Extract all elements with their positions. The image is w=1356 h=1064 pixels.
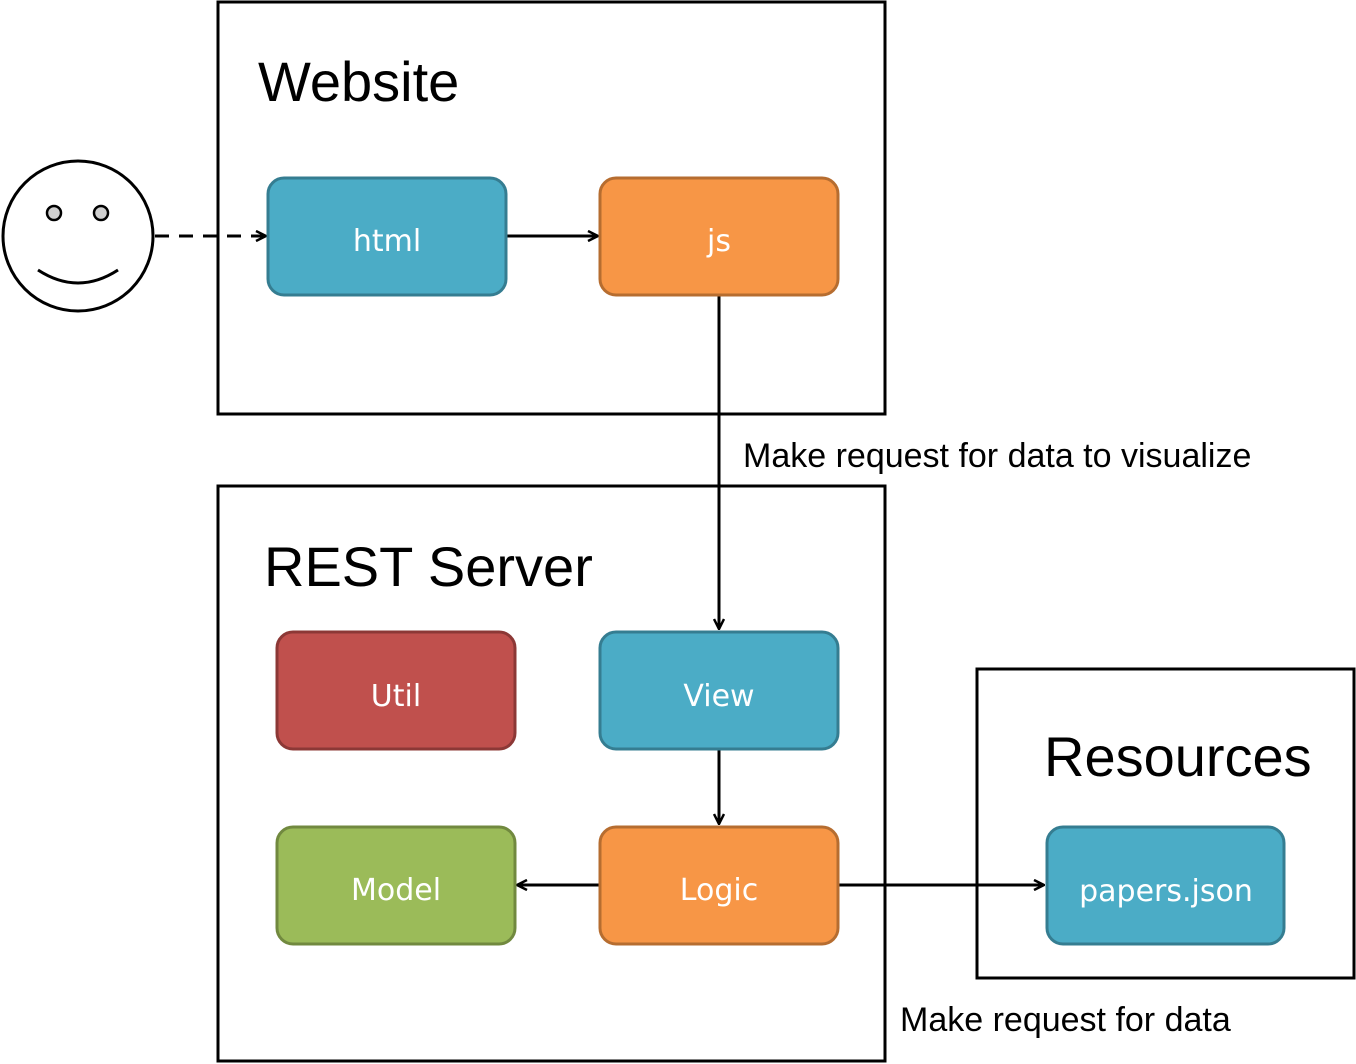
node-js-box: [598, 176, 840, 297]
edge-label-js-to-view: Make request for data to visualize: [743, 437, 1251, 475]
node-html-box: [266, 176, 508, 297]
node-view-label: View: [683, 679, 754, 714]
node-logic-box: [598, 825, 840, 946]
edge-label-logic-to-papers: Make request for data: [900, 1001, 1231, 1039]
rest-server-container: REST Server: [216, 484, 887, 1063]
node-util-box: [275, 630, 517, 751]
node-papers-json: papers.json: [1045, 825, 1286, 946]
resources-title: Resources: [1044, 725, 1312, 788]
node-html: html: [266, 176, 508, 297]
node-js: js: [598, 176, 840, 297]
node-model-box: [275, 825, 517, 946]
node-util: Util: [275, 630, 517, 751]
node-html-label: html: [353, 224, 421, 259]
node-util-label: Util: [371, 679, 421, 714]
rest-server-title: REST Server: [264, 535, 593, 598]
node-view: View: [598, 630, 840, 751]
node-papers-json-label: papers.json: [1079, 874, 1253, 909]
node-js-label: js: [706, 224, 731, 259]
node-logic: Logic: [598, 825, 840, 946]
node-view-box: [598, 630, 840, 751]
node-model-label: Model: [351, 873, 441, 908]
smiley-face-icon: [1, 159, 155, 313]
node-model: Model: [275, 825, 517, 946]
node-papers-json-box: [1045, 825, 1286, 946]
rest-server-container-frame: [216, 484, 887, 1063]
website-title: Website: [258, 50, 459, 113]
node-logic-label: Logic: [680, 873, 758, 908]
